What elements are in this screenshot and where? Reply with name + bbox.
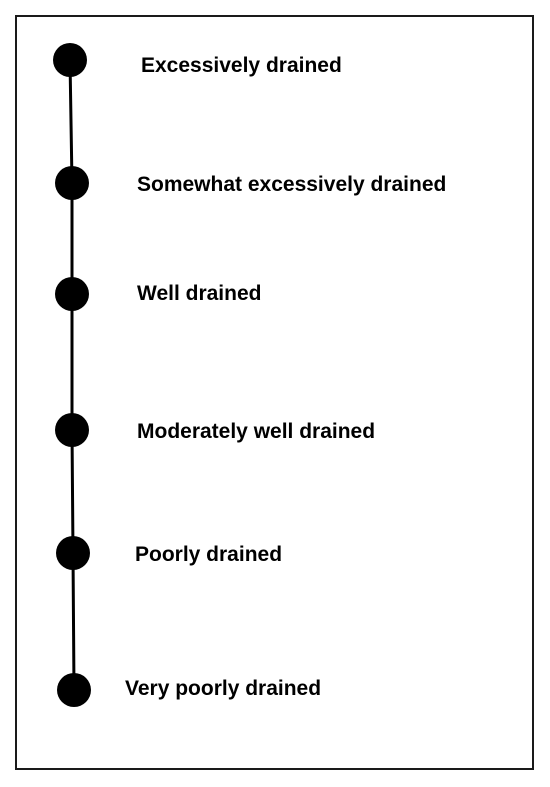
- node-well-drained: [55, 277, 89, 311]
- label-poorly-drained: Poorly drained: [135, 543, 283, 566]
- label-moderately-well-drained: Moderately well drained: [137, 420, 376, 443]
- node-excessively-drained: [53, 43, 87, 77]
- node-moderately-well-drained: [55, 413, 89, 447]
- node-very-poorly-drained: [57, 673, 91, 707]
- label-very-poorly-drained: Very poorly drained: [125, 677, 322, 700]
- label-well-drained: Well drained: [137, 282, 262, 305]
- scale-line: [68, 59, 76, 691]
- node-somewhat-excessively-drained: [55, 166, 89, 200]
- node-poorly-drained: [56, 536, 90, 570]
- label-excessively-drained: Excessively drained: [141, 54, 342, 77]
- diagram-frame: [15, 15, 534, 770]
- label-somewhat-excessively-drained: Somewhat excessively drained: [137, 173, 447, 196]
